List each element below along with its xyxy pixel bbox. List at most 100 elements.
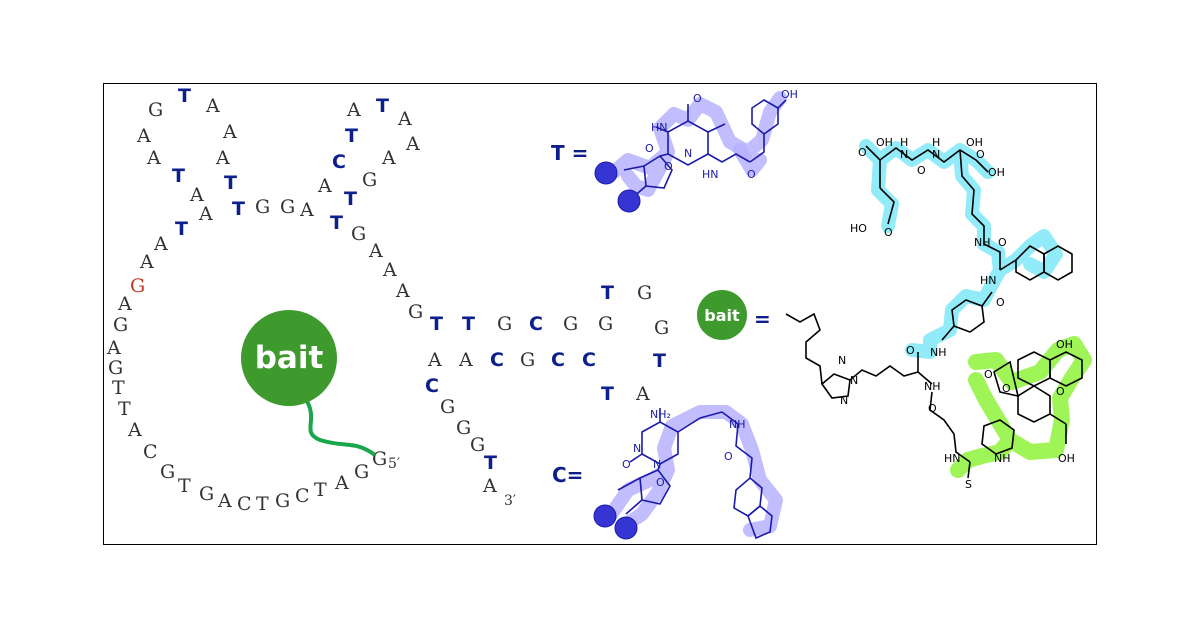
nucleotide: A <box>458 349 473 371</box>
atom-label: O <box>884 226 893 239</box>
modified-nucleotide: T <box>224 172 237 194</box>
nucleotide: G <box>362 169 377 191</box>
nucleotide: A <box>127 419 142 441</box>
nucleotide: A <box>189 184 204 206</box>
atom-label: NH <box>930 346 947 359</box>
atom-label: O <box>917 164 926 177</box>
bait-legend-sphere <box>697 290 747 340</box>
nucleotide: G <box>199 483 214 505</box>
bait-conjugate: bait <box>241 310 377 457</box>
atom-label: O <box>622 458 631 471</box>
nucleotide: G <box>280 196 295 218</box>
atom-label: O <box>996 296 1005 309</box>
nucleotide: G <box>275 490 290 512</box>
nucleotide: A <box>136 125 151 147</box>
nucleotide: G <box>497 313 512 335</box>
nucleotide: T <box>314 479 327 501</box>
atom-label: O <box>928 402 937 415</box>
nucleotide: G <box>372 448 387 470</box>
nucleotide: A <box>117 293 132 315</box>
atom-label: OH <box>781 88 798 101</box>
nucleotide: G <box>148 99 163 121</box>
atom-label: O <box>693 92 702 105</box>
modified-nucleotide: T <box>430 313 443 335</box>
nucleotide: A <box>153 233 168 255</box>
atom-label: HN <box>980 274 997 287</box>
atom-label: OH <box>966 136 983 149</box>
c-equals-label: C= <box>552 463 583 487</box>
nucleotide: A <box>139 251 154 273</box>
modified-nucleotide: T <box>178 85 191 107</box>
bait-legend-label: bait <box>704 306 740 325</box>
atom-label: N <box>653 458 661 471</box>
atom-label: NH <box>994 452 1011 465</box>
bait-sphere <box>241 310 337 406</box>
nucleotide: A <box>299 199 314 221</box>
atom-label: NH <box>924 380 941 393</box>
atom-label: O <box>664 160 673 173</box>
modified-nucleotide: T <box>175 218 188 240</box>
nucleotide: G <box>408 301 423 323</box>
atom-label: N <box>932 148 940 161</box>
modified-nucleotide: T <box>330 212 343 234</box>
nucleotide: G <box>255 196 270 218</box>
modified-nucleotide: T <box>232 198 245 220</box>
nucleotide: G <box>654 317 669 339</box>
atom-label: OH <box>988 166 1005 179</box>
nucleotide: T <box>256 493 269 515</box>
atom-label: OH <box>1056 338 1073 351</box>
backbone-ball <box>594 161 618 185</box>
atom-label: HN <box>651 121 668 134</box>
atom-label: HO <box>850 222 867 235</box>
modified-nucleotide: C <box>551 349 565 371</box>
atom-label: NH <box>729 418 746 431</box>
nucleotide: C <box>143 441 158 463</box>
modified-nucleotide: T <box>601 282 614 304</box>
modified-nucleotide: T <box>462 313 475 335</box>
nucleotide: G <box>113 314 128 336</box>
atom-label: NH <box>974 236 991 249</box>
backbone-ball <box>614 516 638 540</box>
tether-linker <box>303 396 377 457</box>
atom-label: N <box>900 148 908 161</box>
atom-label: N <box>838 354 846 367</box>
three-prime-label: 3′ <box>504 493 516 509</box>
nucleotide: G <box>108 357 123 379</box>
aptamer-sequence: G T A A A A A T T A A T T A A G A G A G … <box>106 85 669 515</box>
atom-label: O <box>1056 385 1065 398</box>
atom-label: O <box>724 450 733 463</box>
nucleotide: G <box>160 461 175 483</box>
nucleotide: T <box>178 475 191 497</box>
nucleotide: T <box>118 398 131 420</box>
nucleotide: A <box>334 472 349 494</box>
modified-nucleotide: T <box>345 125 358 147</box>
nucleotide: G <box>598 313 613 335</box>
atom-label: OH <box>876 136 893 149</box>
nucleotide: G <box>354 461 369 483</box>
atom-label: H <box>900 136 908 149</box>
atom-label: N <box>633 442 641 455</box>
atom-label: N <box>840 394 848 407</box>
nucleotide: A <box>381 147 396 169</box>
atom-label: O <box>1002 382 1011 395</box>
atom-label: O <box>747 168 756 181</box>
atom-label: O <box>656 476 665 489</box>
atom-label: O <box>976 148 985 161</box>
nucleotide: G <box>637 282 652 304</box>
nucleotide-highlight: G <box>130 275 145 297</box>
nucleotide: A <box>427 349 442 371</box>
nucleotide: G <box>440 396 455 418</box>
nucleotide: A <box>222 121 237 143</box>
modified-c-structure: C= NH₂ N O N NH O O <box>552 405 783 540</box>
nucleotide: A <box>405 133 420 155</box>
atom-label: O <box>984 368 993 381</box>
atom-label: O <box>998 236 1007 249</box>
nucleotide: A <box>215 147 230 169</box>
t-equals-label: T = <box>551 141 588 165</box>
modified-nucleotide: T <box>484 452 497 474</box>
nucleotide: A <box>198 203 213 225</box>
modified-nucleotide: C <box>582 349 596 371</box>
nucleotide: G <box>563 313 578 335</box>
backbone-ball <box>593 504 617 528</box>
